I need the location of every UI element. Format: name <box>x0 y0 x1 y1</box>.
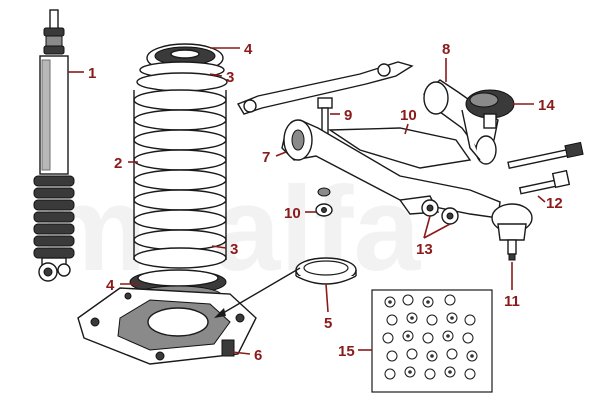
callout-5: 5 <box>324 315 332 332</box>
hardware-kit <box>371 289 493 393</box>
callout-2: 2 <box>114 155 122 172</box>
tie-rod <box>236 61 414 115</box>
spring-insulator <box>295 257 357 285</box>
callout-4-upper: 4 <box>244 41 253 58</box>
leader-10a <box>404 123 409 135</box>
arrow-head <box>214 308 226 318</box>
callout-6: 6 <box>254 347 262 364</box>
mounting-plate <box>77 287 257 365</box>
callout-labels: 1 2 3 3 4 4 5 6 7 8 9 10 10 11 12 13 14 … <box>88 41 563 364</box>
callout-10-lower: 10 <box>284 205 301 222</box>
callout-4-lower: 4 <box>106 277 115 294</box>
callout-10-upper: 10 <box>400 107 417 124</box>
long-bolt <box>507 141 584 170</box>
callout-15: 15 <box>338 343 355 360</box>
upper-spring-seat <box>139 43 225 79</box>
nut-lower <box>315 187 333 217</box>
leader-assembly-arrow <box>217 267 301 317</box>
callout-13: 13 <box>416 241 433 258</box>
leader-3b <box>211 245 227 249</box>
leader-6 <box>231 351 251 355</box>
watermark-text: myalfa <box>40 162 421 296</box>
bolt-12 <box>518 169 571 195</box>
callout-1: 1 <box>88 65 96 82</box>
leader-13a <box>423 215 431 239</box>
callout-7: 7 <box>262 149 270 166</box>
callout-11: 11 <box>504 293 520 310</box>
leader-12 <box>537 195 546 203</box>
callout-12: 12 <box>546 195 563 212</box>
callout-14: 14 <box>538 97 555 114</box>
wishbone-arm <box>281 119 501 219</box>
leader-3a <box>209 73 223 77</box>
leader-lines <box>68 47 546 355</box>
shock-absorber <box>33 9 75 282</box>
ball-joint <box>491 203 533 261</box>
upper-control-arm <box>423 79 499 165</box>
callout-8: 8 <box>442 41 450 58</box>
leader-5 <box>325 283 329 313</box>
coil-spring <box>133 72 228 269</box>
callout-9: 9 <box>344 107 352 124</box>
callout-3-lower: 3 <box>230 241 238 258</box>
leader-7 <box>275 151 287 157</box>
leader-13b <box>423 223 451 239</box>
callout-3-upper: 3 <box>226 69 234 86</box>
